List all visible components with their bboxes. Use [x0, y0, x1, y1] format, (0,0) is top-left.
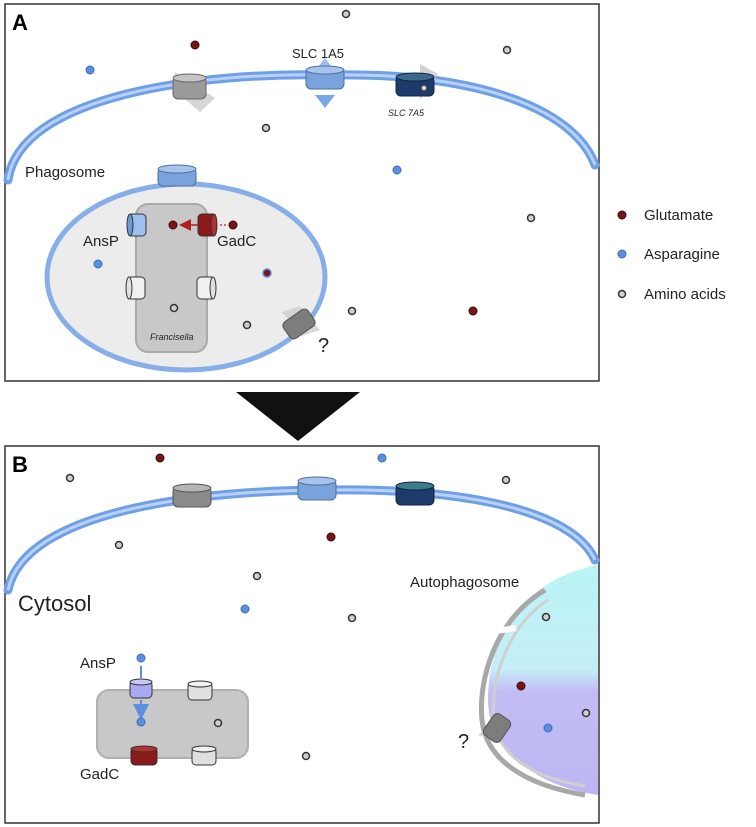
- legend: Glutamate Asparagine Amino acids: [617, 207, 726, 303]
- glutamate-dot: [262, 268, 272, 278]
- phagosome-label: Phagosome: [25, 164, 105, 181]
- asparagine-dot: [392, 165, 402, 175]
- legend-glutamate-label: Glutamate: [644, 207, 713, 224]
- glutamate-dot: [190, 40, 200, 50]
- legend-amino-acids-swatch: [617, 289, 627, 299]
- asparagine-dot: [377, 453, 387, 463]
- cytosol-label: Cytosol: [18, 591, 91, 616]
- autophagosome-interior: [488, 565, 598, 795]
- amino-acid-dot: [541, 612, 551, 622]
- slc1a5-transporter-icon-b: [297, 476, 337, 501]
- amino-acid-dot: [65, 473, 75, 483]
- ansp-transporter-icon-b: [129, 678, 153, 699]
- amino-acid-dot: [301, 751, 311, 761]
- ansp-transporter-icon: [126, 213, 147, 237]
- panel-a-letter: A: [12, 10, 28, 35]
- membrane-break-icon: [475, 615, 517, 637]
- autophagosome-unknown-label: ?: [458, 731, 469, 753]
- amino-acid-dot: [242, 320, 252, 330]
- asparagine-dot: [240, 604, 250, 614]
- legend-asparagine-label: Asparagine: [644, 246, 720, 263]
- glutamate-dot: [326, 532, 336, 542]
- empty-transporter-icon: [125, 276, 146, 300]
- asparagine-dot: [85, 65, 95, 75]
- phagosome-transporter-icon: [157, 164, 197, 187]
- glutamate-dot: [468, 306, 478, 316]
- phagosome-unknown-transporter-icon: [282, 306, 320, 340]
- amino-acid-dot: [502, 45, 512, 55]
- ansp-label-b: AnsP: [80, 655, 116, 672]
- slc7a5-label: SLC 7A5: [388, 108, 425, 118]
- asparagine-dot: [136, 717, 146, 727]
- amino-acid-dot: [114, 540, 124, 550]
- legend-glutamate-swatch: [617, 210, 627, 220]
- francisella-bacterium-b: [96, 689, 249, 759]
- slc7a5-transporter-icon-b: [395, 481, 435, 506]
- glutamate-dot: [155, 453, 165, 463]
- slc1a5-label: SLC 1A5: [292, 46, 344, 61]
- gadc-transporter-icon: [197, 213, 218, 237]
- amino-acid-dot: [501, 475, 511, 485]
- gray-transporter-icon: [172, 72, 215, 112]
- amino-acid-dot: [252, 571, 262, 581]
- asparagine-dot: [136, 653, 146, 663]
- panel-b: B Cytosol Autophagosome ? AnsP: [3, 445, 600, 824]
- empty-transporter-icon: [187, 680, 213, 701]
- legend-amino-acids-label: Amino acids: [644, 286, 726, 303]
- amino-acid-dot: [169, 303, 179, 313]
- gadc-transporter-icon-b: [130, 745, 158, 766]
- asparagine-dot: [543, 723, 553, 733]
- amino-acid-dot: [581, 708, 591, 718]
- slc1a5-transporter-icon: [305, 58, 345, 108]
- gadc-label-b: GadC: [80, 766, 119, 783]
- amino-acid-dot: [261, 123, 271, 133]
- amino-acid-dot: [347, 306, 357, 316]
- amino-acid-dot: [420, 84, 428, 92]
- panel-a: A SLC 1A5 SLC 7A5 Phagosome: [3, 3, 600, 382]
- empty-transporter-icon: [191, 745, 217, 766]
- autophagosome-outer-membrane: [478, 587, 586, 798]
- amino-acid-dot: [347, 613, 357, 623]
- gray-transporter-icon: [172, 483, 212, 508]
- glutamate-dot: [168, 220, 178, 230]
- transition-arrow: [236, 392, 360, 441]
- phagosome-unknown-label: ?: [318, 335, 329, 357]
- autophagosome-label: Autophagosome: [410, 574, 519, 591]
- amino-acid-dot: [213, 718, 223, 728]
- panel-b-letter: B: [12, 452, 28, 477]
- gadc-label-a: GadC: [217, 233, 256, 250]
- francisella-label: Francisella: [150, 332, 194, 342]
- asparagine-dot: [93, 259, 103, 269]
- empty-transporter-icon: [196, 276, 217, 300]
- legend-asparagine-swatch: [617, 249, 627, 259]
- ansp-label-a: AnsP: [83, 233, 119, 250]
- glutamate-dot: [228, 220, 238, 230]
- glutamate-dot: [516, 681, 526, 691]
- amino-acid-dot: [341, 9, 351, 19]
- autophagosome-unknown-transporter-icon: [478, 713, 512, 743]
- amino-acid-dot: [526, 213, 536, 223]
